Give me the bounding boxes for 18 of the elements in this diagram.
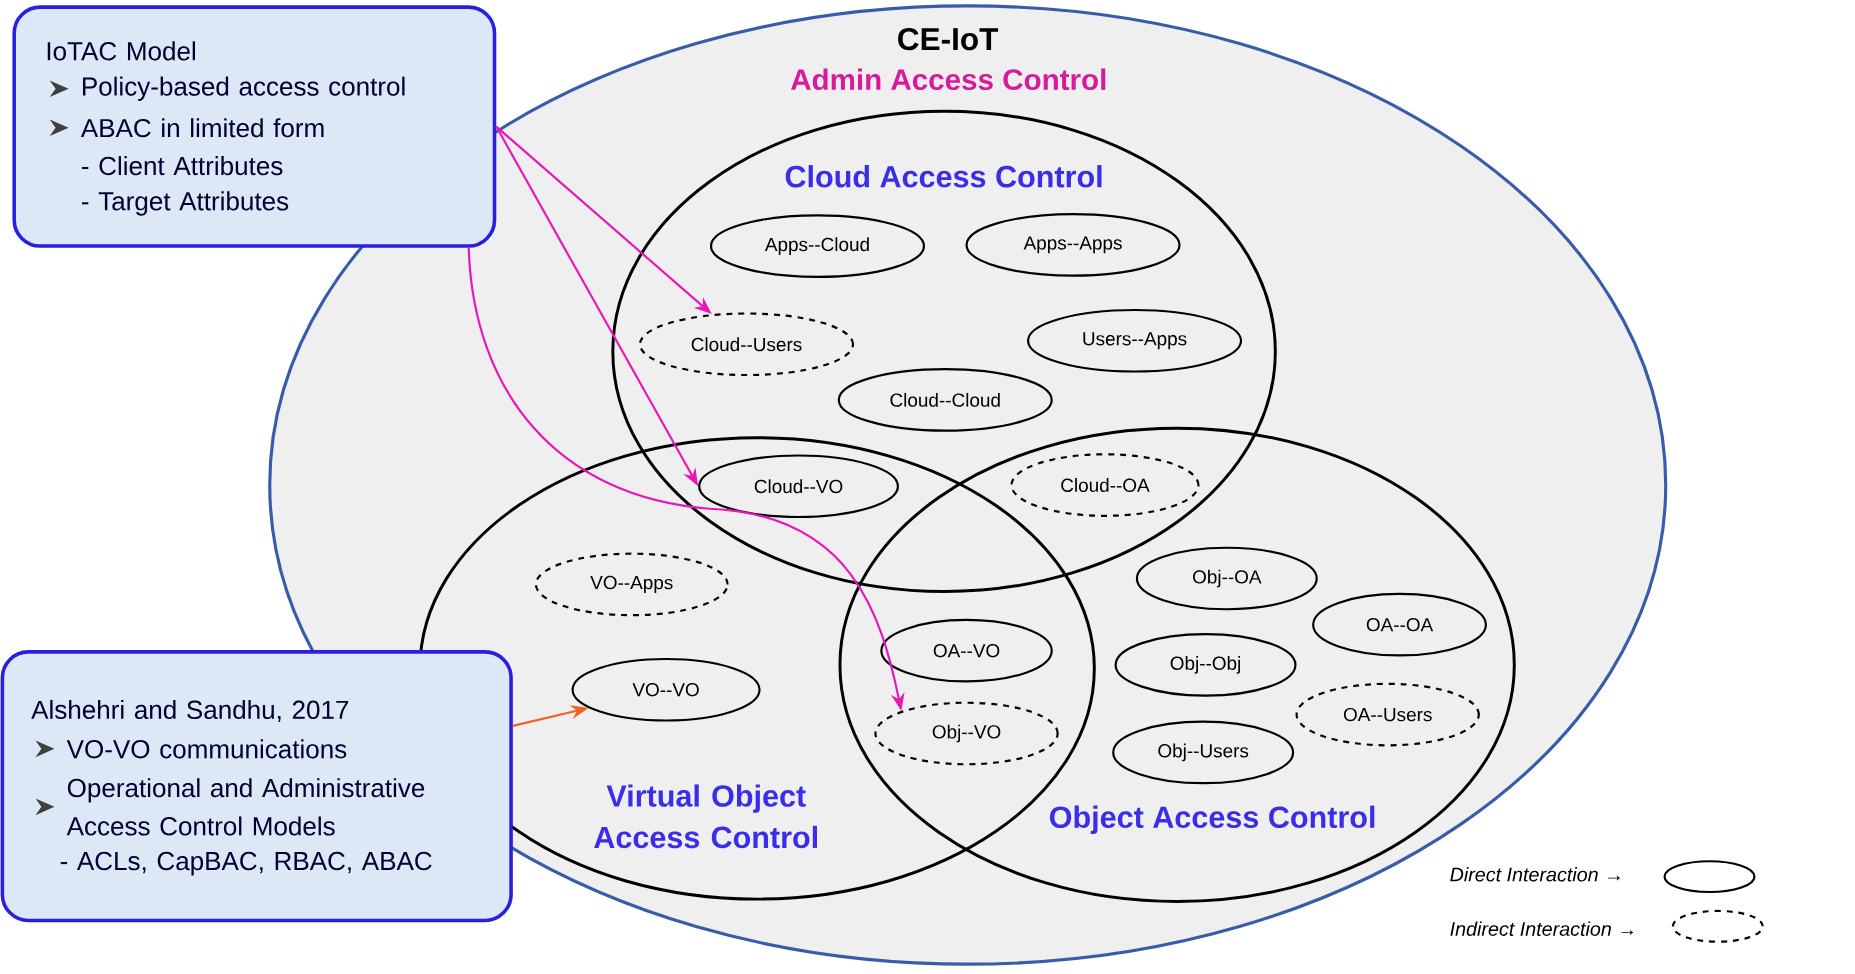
ellipse-node: Cloud--VO xyxy=(698,454,899,519)
ellipse-node: Obj--Users xyxy=(1112,720,1295,785)
text-box: IoTAC Model Policy-based access control ABAC in limited form - Client Attributes - Target Attributes xyxy=(12,5,497,249)
ellipse-node: OA--VO xyxy=(880,619,1053,683)
ellipse-node: Apps--Cloud xyxy=(709,214,926,279)
ellipse-node: Obj--VO xyxy=(874,701,1059,766)
ellipse-node: OA--Users xyxy=(1295,682,1480,747)
ellipse-node: OA--OA xyxy=(1312,593,1487,657)
ellipse-node: Obj--OA xyxy=(1135,546,1318,611)
ellipse-node: Obj--Obj xyxy=(1114,633,1297,697)
ellipse-node: VO--VO xyxy=(571,658,761,722)
ellipse-node: Cloud--OA xyxy=(1010,453,1200,518)
ellipse-node: VO--Apps xyxy=(534,552,729,617)
ellipse-node: Users--Apps xyxy=(1026,309,1243,373)
ellipse-node: Apps--Apps xyxy=(965,213,1181,277)
ellipse-node: Cloud--Cloud xyxy=(837,368,1053,432)
ellipse-node: Cloud--Users xyxy=(638,312,855,377)
text-box: Alshehri and Sandhu, 2017 VO-VO communications Operational and Administrative Access Control Models - ACLs, CapBAC, RBAC, ABAC xyxy=(0,650,513,923)
